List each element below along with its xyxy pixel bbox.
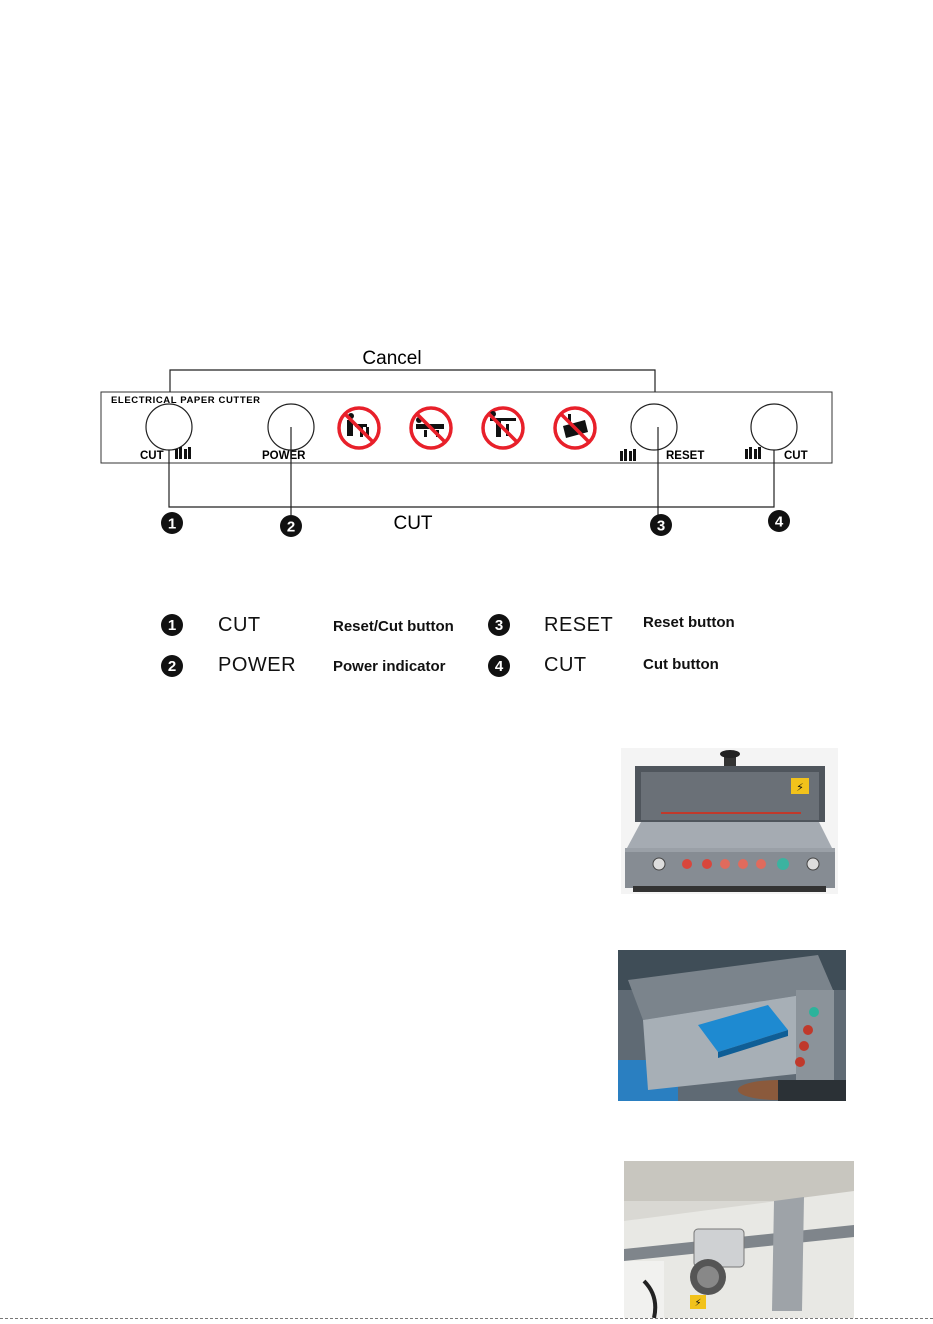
machine-backgauge-photo: ⚡ [624,1161,854,1318]
page-bottom-rule [0,1318,933,1319]
svg-text:3: 3 [657,518,665,535]
legend-code: POWER [218,654,296,677]
svg-text:1: 1 [168,516,176,533]
cut-left-label: CUT [140,450,164,462]
cut-callout: CUT [393,513,432,534]
power-label: POWER [262,450,306,462]
legend-num: 2 [161,655,183,677]
no-lying-icon [411,408,451,448]
control-panel-diagram: Cancel ELECTRICAL PAPER CUTTER CUT POWER… [0,0,933,560]
panel-title: ELECTRICAL PAPER CUTTER [111,395,261,406]
marker-3: 3 [650,514,672,536]
machine-loading-photo [618,950,846,1101]
reset-label: RESET [666,450,704,462]
legend-code: CUT [544,654,587,677]
cut-button-right [751,404,797,450]
no-tampering-icon [555,408,595,448]
marker-1: 1 [161,512,183,534]
legend-num: 1 [161,614,183,636]
legend-code: RESET [544,614,613,637]
cancel-callout: Cancel [362,348,421,369]
legend-code: CUT [218,614,261,637]
svg-text:2: 2 [287,519,295,536]
cut-right-label: CUT [784,450,808,462]
legend-num: 4 [488,655,510,677]
marker-2: 2 [280,515,302,537]
cut-button-left [146,404,192,450]
legend-desc: Power indicator [333,658,446,675]
legend-num: 3 [488,614,510,636]
legend-desc: Reset button [643,614,735,631]
reset-button [631,404,677,450]
no-hands-icon [339,408,379,448]
machine-front-photo: ⚡ [621,748,838,894]
warning-badge: ⚡ [796,781,804,794]
legend-desc: Reset/Cut button [333,618,454,635]
warning-badge: ⚡ [694,1298,701,1309]
legend-desc: Cut button [643,656,719,673]
no-reaching-icon [483,408,523,448]
marker-4: 4 [768,510,790,532]
svg-text:4: 4 [775,514,784,531]
